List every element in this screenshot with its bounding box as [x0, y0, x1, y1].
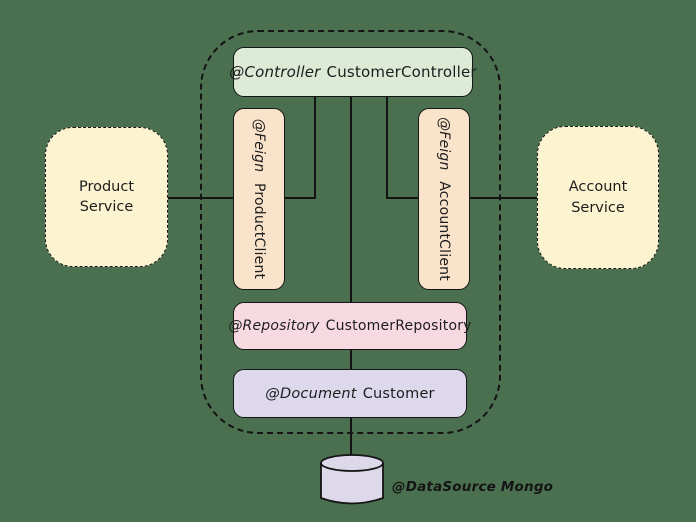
repository-annotation: @Repository	[228, 318, 320, 334]
account-client-annotation: @Feign	[436, 117, 452, 171]
document-annotation: @Document	[265, 385, 357, 402]
product-client-name: ProductClient	[251, 182, 267, 280]
database-cylinder-icon	[318, 451, 386, 511]
product-service-label-line1: Product	[78, 178, 135, 195]
account-service-label-line2: Service	[571, 199, 625, 216]
node-product-service: Product Service	[45, 127, 168, 267]
connector-controller-to-account-client-vertical	[386, 96, 388, 199]
connector-product-service-to-product-client	[168, 197, 233, 199]
connector-controller-to-product-client-horizontal	[285, 197, 316, 199]
repository-name: CustomerRepository	[325, 318, 472, 334]
product-client-annotation: @Feign	[251, 118, 267, 173]
product-service-label-line2: Service	[79, 199, 134, 215]
account-client-name: AccountClient	[436, 181, 452, 281]
controller-annotation: @Controller	[229, 63, 321, 81]
node-product-client: @Feign ProductClient	[233, 108, 285, 290]
datasource-label: @DataSource Mongo	[392, 479, 554, 495]
node-customer-repository: @Repository CustomerRepository	[228, 302, 471, 350]
connector-repository-to-document	[350, 350, 352, 369]
connector-controller-to-repository	[350, 96, 352, 304]
connector-document-to-datasource	[350, 418, 352, 456]
connector-controller-to-account-client-horizontal	[386, 197, 418, 199]
node-account-service: Account Service	[537, 126, 659, 269]
connector-controller-to-product-client-vertical	[314, 96, 316, 199]
node-document-customer: @Document Customer	[233, 369, 467, 418]
document-name: Customer	[362, 385, 435, 402]
node-account-client: @Feign AccountClient	[418, 108, 470, 290]
connector-account-client-to-account-service	[470, 197, 537, 199]
account-service-label-line1: Account	[568, 179, 628, 196]
node-customer-controller: @Controller CustomerController	[229, 47, 477, 97]
controller-name: CustomerController	[326, 63, 477, 81]
